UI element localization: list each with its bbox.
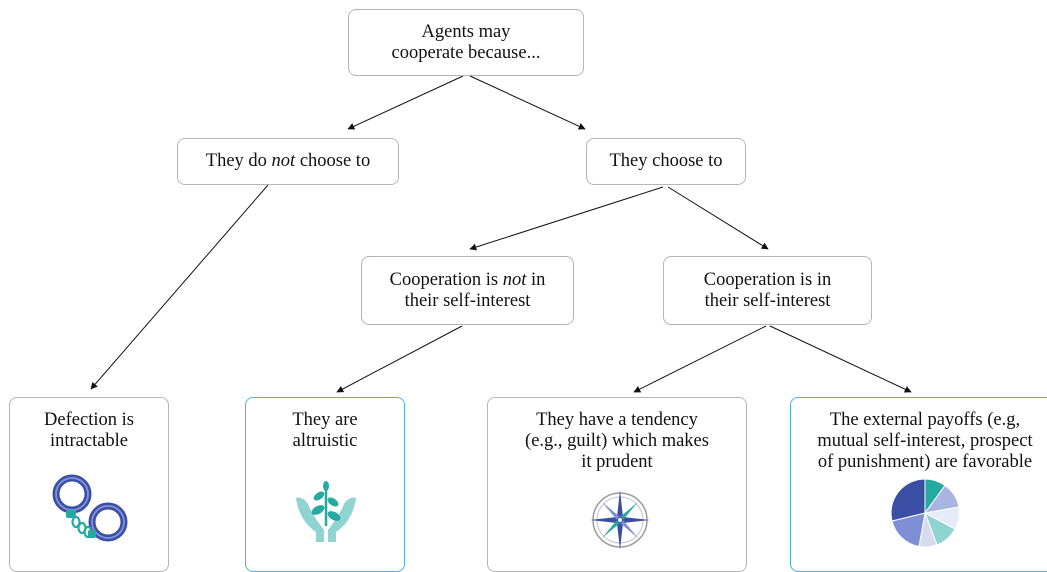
handcuffs-icon: [52, 474, 128, 542]
edge-self-interest-tendency: [633, 325, 767, 393]
choose-label: They choose to: [609, 151, 723, 171]
defection-node: Defection is intractable: [9, 397, 169, 572]
edge-choose-self-interest: [667, 186, 769, 250]
edge-not-choose-defection: [90, 184, 269, 390]
defection-line1: Defection is: [44, 410, 134, 430]
not-self-interest-emphasis: not: [502, 269, 527, 290]
altruistic-line1: They are: [292, 410, 358, 430]
not-self-interest-line2: their self-interest: [404, 290, 531, 311]
altruistic-line2: altruistic: [292, 431, 358, 451]
not-self-interest-node: Cooperation is not in their self-interes…: [361, 256, 574, 325]
root-node: Agents may cooperate because...: [348, 9, 584, 76]
payoffs-line2: mutual self-interest, prospect: [817, 431, 1033, 451]
self-interest-line1: Cooperation is in: [703, 269, 832, 290]
pie-chart-icon: [890, 478, 960, 548]
edge-root-choose: [469, 75, 586, 130]
payoffs-line3: of punishment) are favorable: [817, 452, 1033, 472]
edge-not-self-interest-altruistic: [336, 325, 463, 393]
not-self-interest-line1: Cooperation is not in: [390, 270, 546, 291]
not-choose-emphasis: not: [271, 151, 296, 171]
compass-rose-icon: [590, 490, 650, 550]
root-line1: Agents may: [421, 21, 511, 42]
edge-choose-not-self-interest: [469, 186, 664, 251]
not-choose-label: They do not choose to: [206, 151, 370, 172]
tendency-line1: They have a tendency: [536, 410, 698, 430]
not-choose-node: They do not choose to: [177, 138, 399, 185]
altruistic-node: They are altruistic: [245, 397, 405, 572]
not-choose-text-before: They do: [205, 151, 272, 171]
not-self-interest-text-before: Cooperation is: [389, 269, 503, 290]
payoffs-node: The external payoffs (e.g, mutual self-i…: [790, 397, 1047, 572]
tendency-line3: it prudent: [581, 452, 653, 472]
not-self-interest-text-after: in: [526, 269, 546, 290]
tendency-node: They have a tendency (e.g., guilt) which…: [487, 397, 747, 572]
edge-self-interest-payoffs: [769, 325, 912, 393]
self-interest-line2: their self-interest: [704, 290, 831, 311]
payoffs-line1: The external payoffs (e.g,: [829, 410, 1021, 430]
defection-line2: intractable: [49, 431, 129, 451]
root-line2: cooperate because...: [391, 42, 541, 63]
tendency-line2: (e.g., guilt) which makes: [525, 431, 709, 451]
edge-root-not-choose: [347, 75, 464, 130]
hands-plant-icon: [296, 481, 356, 542]
not-choose-text-after: choose to: [295, 151, 371, 171]
self-interest-node: Cooperation is in their self-interest: [663, 256, 872, 325]
choose-node: They choose to: [586, 138, 746, 185]
